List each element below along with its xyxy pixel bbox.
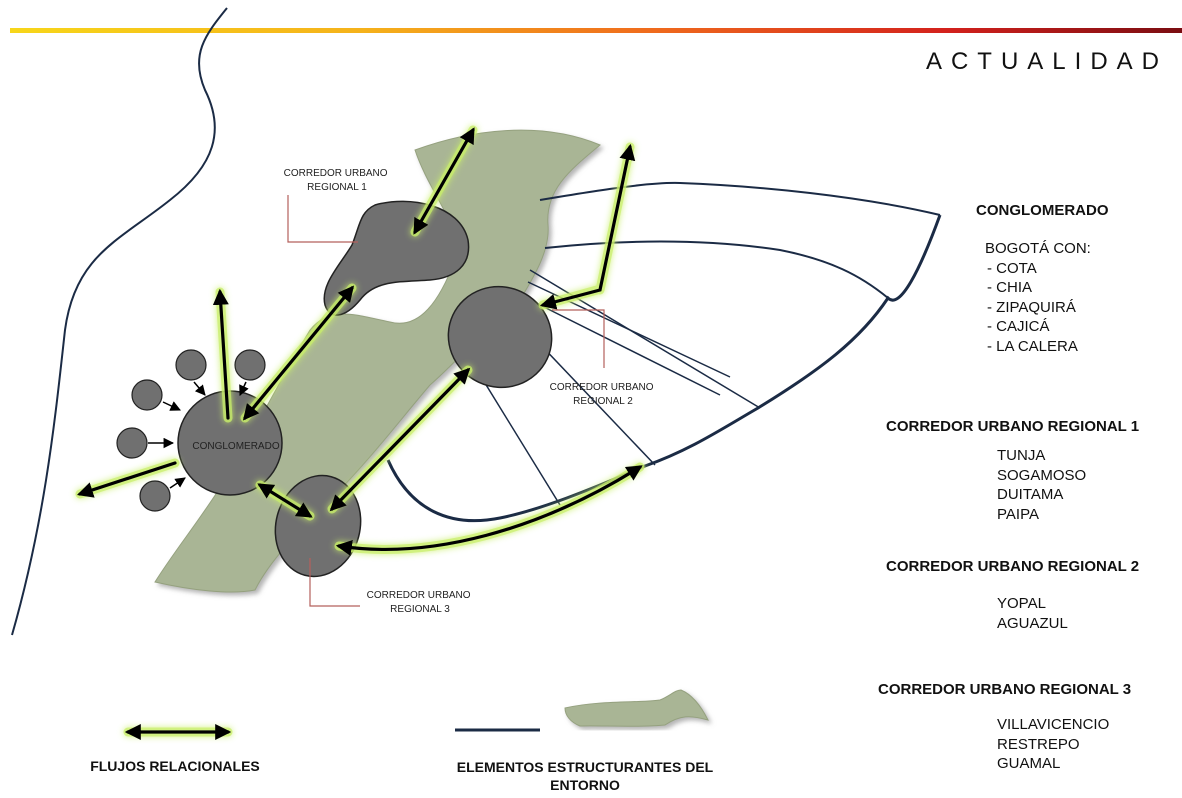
legend-flujos-label: FLUJOS RELACIONALES <box>90 758 260 774</box>
corredor-2-node <box>447 285 553 389</box>
legend-region-sample <box>564 689 709 727</box>
section-title-corredor-2: CORREDOR URBANO REGIONAL 2 <box>886 558 1140 575</box>
list-item: SOGAMOSO <box>997 466 1087 484</box>
boundary-line <box>11 7 228 636</box>
corredor-3-label: CORREDOR URBANO REGIONAL 3 <box>367 590 474 615</box>
list-item: - ZIPAQUIRÁ <box>987 298 1076 316</box>
relational-flows <box>75 125 645 740</box>
list-item: - LA CALERA <box>987 337 1078 355</box>
legend-elementos-line-2: ENTORNO <box>550 777 620 793</box>
legend-elementos-label: ELEMENTOS ESTRUCTURANTES DEL ENTORNO <box>430 758 740 794</box>
section-items-corredor-2: YOPAL AGUAZUL <box>997 594 1068 633</box>
list-item: - CHIA <box>987 279 1032 296</box>
section-title-corredor-1: CORREDOR URBANO REGIONAL 1 <box>886 418 1140 435</box>
conglomerado-node-label: CONGLOMERADO <box>192 441 279 452</box>
section-title-corredor-3: CORREDOR URBANO REGIONAL 3 <box>878 681 1132 698</box>
label-leaders <box>287 195 605 607</box>
list-item: GUAMAL <box>997 755 1061 772</box>
list-item: PAIPA <box>997 505 1039 523</box>
list-item: VILLAVICENCIO <box>997 716 1110 733</box>
list-item: YOPAL <box>997 595 1046 612</box>
section-items-conglomerado: BOGOTÁ CON: - COTA - CHIA - ZIPAQUIRÁ - … <box>985 239 1091 356</box>
corredor-1-label: CORREDOR URBANO REGIONAL 1 <box>284 168 391 193</box>
section-title-conglomerado: CONGLOMERADO <box>976 202 1109 219</box>
list-item: RESTREPO <box>997 735 1080 753</box>
list-item: BOGOTÁ CON: <box>985 240 1091 257</box>
page-title: ACTUALIDAD <box>925 48 1168 75</box>
section-items-corredor-1: TUNJA SOGAMOSO DUITAMA PAIPA <box>997 446 1086 524</box>
list-item: DUITAMA <box>997 486 1064 503</box>
list-item: AGUAZUL <box>997 614 1068 632</box>
header-gradient-bar <box>10 28 1182 33</box>
list-item: - CAJICÁ <box>987 318 1050 335</box>
section-items-corredor-3: VILLAVICENCIO RESTREPO GUAMAL <box>997 715 1109 774</box>
list-item: - COTA <box>987 259 1037 277</box>
list-item: TUNJA <box>997 447 1046 464</box>
corredor-2-label: CORREDOR URBANO REGIONAL 2 <box>550 382 657 407</box>
legend-elementos-line-1: ELEMENTOS ESTRUCTURANTES DEL <box>456 759 714 775</box>
